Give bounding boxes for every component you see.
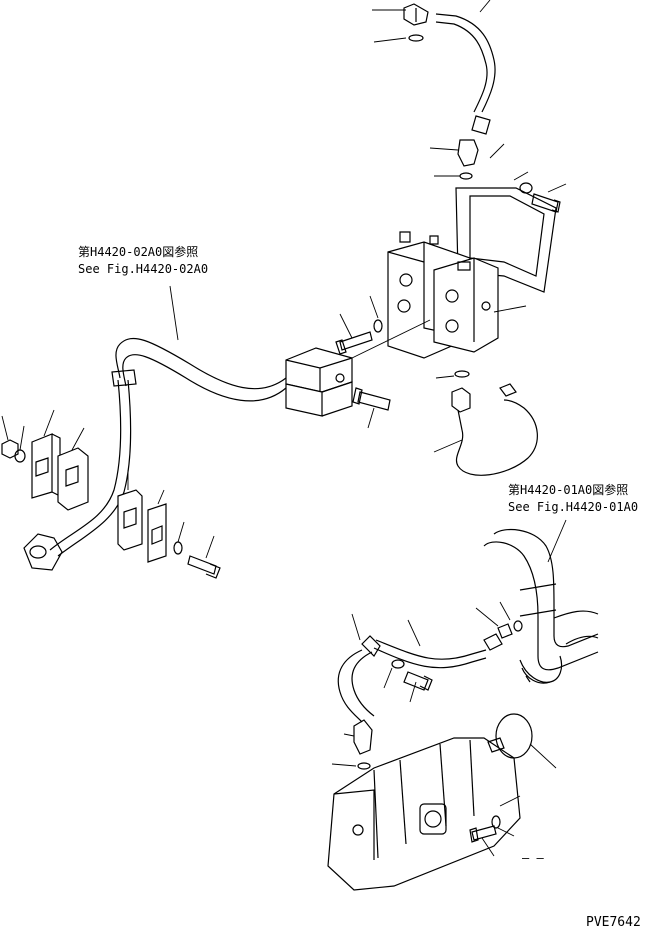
nut-left: [1, 415, 19, 459]
hose-elbow-fitting: [457, 139, 479, 167]
small-o-ring: [459, 172, 473, 180]
washer-left: [14, 425, 26, 463]
main-hose: [49, 285, 287, 557]
pump-bolt: [469, 825, 497, 857]
valve-washer: [369, 295, 383, 333]
pump-washer: [491, 815, 515, 837]
leader-lines-valve: [372, 0, 567, 313]
pump-elbow-fitting: [343, 719, 373, 755]
lower-bolt: [403, 671, 433, 703]
reference-en-right: See Fig.H4420-01A0: [508, 500, 639, 514]
dash-mark: — —: [522, 851, 544, 865]
lower-hose: [337, 613, 487, 723]
top-o-ring: [408, 34, 424, 42]
reference-en-upper: See Fig.H4420-02A0: [78, 262, 209, 276]
bolt-clamp: [187, 535, 221, 579]
reference-jp-upper: 第H4420-02A0図参照: [78, 245, 199, 259]
pump-cover-gasket: [495, 713, 557, 769]
washer-clamp: [173, 521, 185, 555]
lower-hose-fitting: [475, 601, 523, 651]
suction-elbow-pipe: [483, 519, 599, 684]
manifold-block: [285, 347, 353, 417]
washer-cover: [519, 182, 533, 194]
control-valve: [387, 231, 499, 359]
pump-o-ring: [331, 762, 371, 770]
hydraulic-pump: [327, 737, 521, 891]
sensor-o-ring: [435, 370, 470, 379]
upper-hose: [435, 13, 496, 135]
bolt-cover: [531, 193, 561, 213]
clamp-half-c: [117, 470, 143, 551]
clamp-half-b: [57, 427, 89, 511]
drawing-code: PVE7642: [586, 915, 641, 930]
clamp-half-a: [31, 409, 61, 499]
hose-flange-end: [23, 533, 63, 571]
pressure-sensor: [433, 383, 538, 476]
lower-washer: [383, 659, 405, 689]
alignment-line: [351, 319, 431, 359]
reference-jp-right: 第H4420-01A0図参照: [508, 483, 629, 497]
clamp-half-d: [147, 489, 167, 563]
valve-bolt: [335, 313, 373, 355]
top-elbow-fitting: [403, 3, 429, 26]
relief-plug: [352, 387, 391, 429]
